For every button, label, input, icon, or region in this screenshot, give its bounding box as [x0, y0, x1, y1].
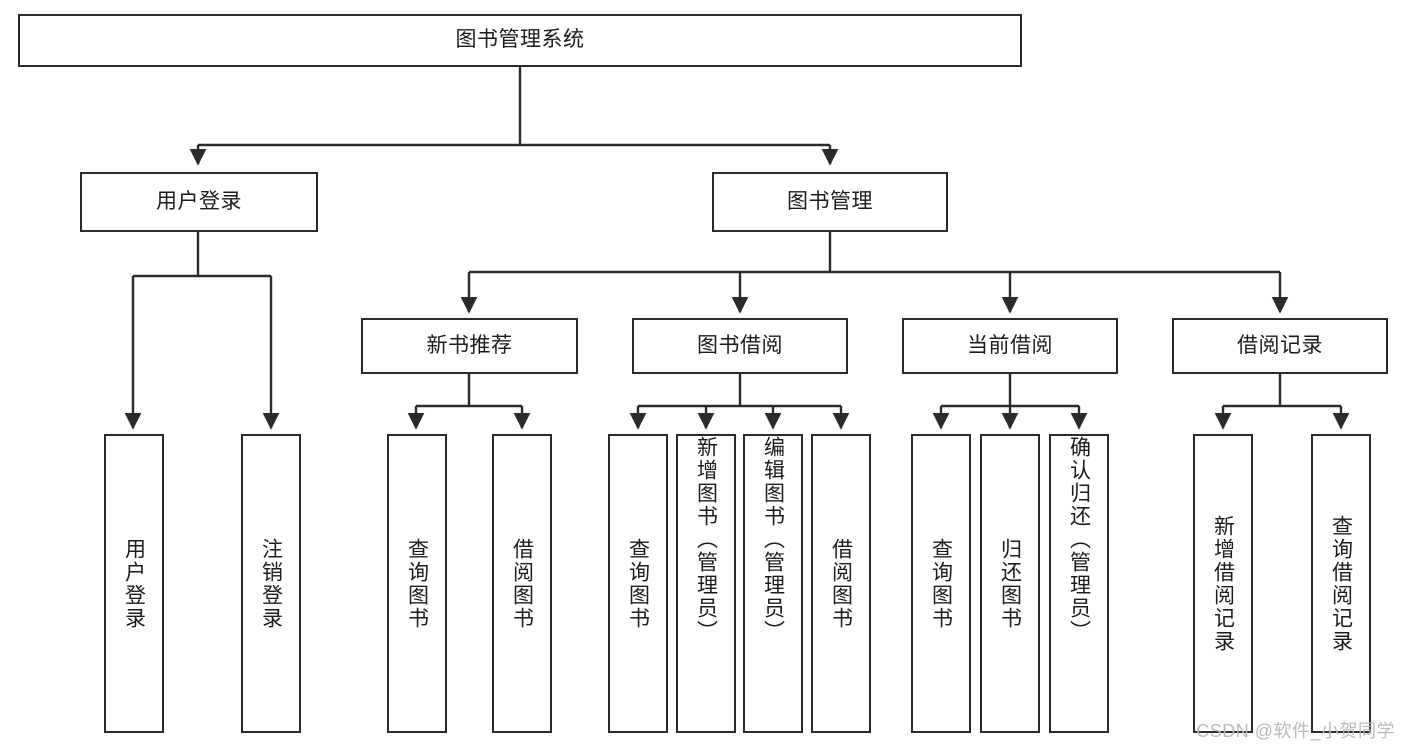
node-user-login-label: 用户登录 [156, 189, 242, 213]
leaf-record-add-record[interactable]: 新增借阅记录 [1193, 434, 1253, 733]
leaf-borrow-add-book-label: 新增图书（管理员） [694, 436, 718, 643]
node-borrow-record[interactable]: 借阅记录 [1172, 318, 1388, 374]
leaf-current-return-book-label: 归还图书 [998, 537, 1022, 630]
leaf-record-query-record[interactable]: 查询借阅记录 [1311, 434, 1371, 733]
leaf-recommend-borrow-book-label: 借阅图书 [510, 537, 534, 630]
leaf-borrow-add-book[interactable]: 新增图书（管理员） [676, 434, 736, 733]
node-current-borrow-label: 当前借阅 [967, 333, 1053, 357]
leaf-recommend-query-book[interactable]: 查询图书 [387, 434, 447, 733]
leaf-borrow-edit-book-label: 编辑图书（管理员） [761, 436, 785, 643]
leaf-current-confirm-return[interactable]: 确认归还（管理员） [1049, 434, 1109, 733]
node-book-borrow[interactable]: 图书借阅 [632, 318, 848, 374]
node-root[interactable]: 图书管理系统 [18, 14, 1022, 67]
node-current-borrow[interactable]: 当前借阅 [902, 318, 1118, 374]
node-book-management-label: 图书管理 [787, 189, 873, 213]
leaf-record-add-record-label: 新增借阅记录 [1211, 514, 1235, 653]
leaf-current-query-book[interactable]: 查询图书 [911, 434, 971, 733]
leaf-borrow-borrow-book[interactable]: 借阅图书 [811, 434, 871, 733]
leaf-user-login-logout-label: 注销登录 [259, 537, 283, 630]
leaf-borrow-query-book[interactable]: 查询图书 [608, 434, 668, 733]
node-new-book-recommend[interactable]: 新书推荐 [361, 318, 578, 374]
leaf-borrow-edit-book[interactable]: 编辑图书（管理员） [743, 434, 803, 733]
node-root-label: 图书管理系统 [455, 28, 585, 52]
leaf-current-confirm-return-label: 确认归还（管理员） [1067, 436, 1091, 643]
node-new-book-recommend-label: 新书推荐 [426, 333, 513, 357]
leaf-record-query-record-label: 查询借阅记录 [1329, 514, 1353, 653]
leaf-current-return-book[interactable]: 归还图书 [980, 434, 1040, 733]
node-borrow-record-label: 借阅记录 [1237, 333, 1323, 357]
leaf-user-login-login-label: 用户登录 [122, 537, 146, 630]
node-user-login[interactable]: 用户登录 [80, 172, 318, 232]
leaf-user-login-logout[interactable]: 注销登录 [241, 434, 301, 733]
node-book-management[interactable]: 图书管理 [712, 172, 948, 232]
leaf-current-query-book-label: 查询图书 [929, 537, 953, 630]
leaf-recommend-query-book-label: 查询图书 [405, 537, 429, 630]
node-book-borrow-label: 图书借阅 [697, 333, 783, 357]
leaf-user-login-login[interactable]: 用户登录 [104, 434, 164, 733]
leaf-borrow-query-book-label: 查询图书 [626, 537, 650, 630]
leaf-recommend-borrow-book[interactable]: 借阅图书 [492, 434, 552, 733]
leaf-borrow-borrow-book-label: 借阅图书 [829, 537, 853, 630]
watermark: CSDN @软件_小贺同学 [1196, 721, 1395, 741]
